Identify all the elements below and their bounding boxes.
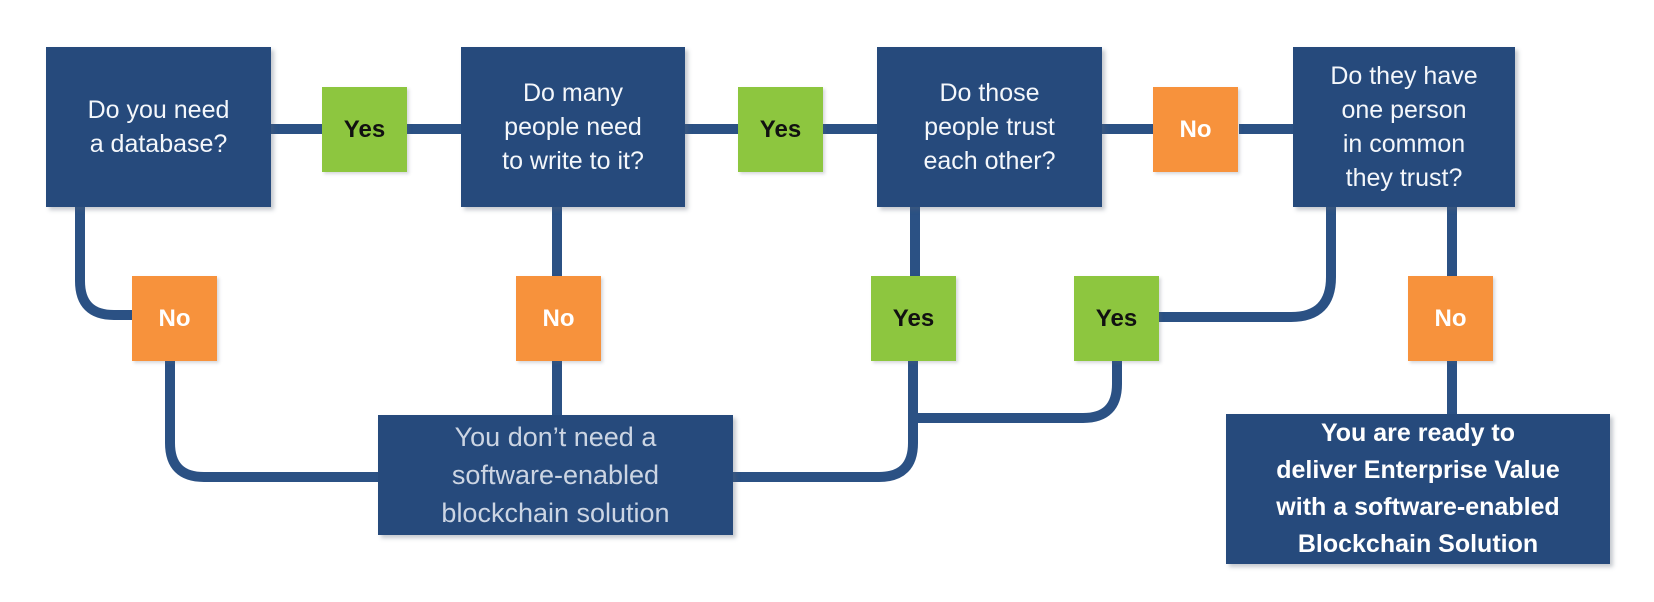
outcome-box-blockchain-ready: You are ready to deliver Enterprise Valu… (1226, 414, 1610, 564)
no-badge-q1-label: No (158, 304, 191, 332)
no-badge-q3: No (1153, 87, 1238, 172)
edge-q4-down-to-yes (1157, 205, 1336, 322)
question-box-database: Do you need a database? (46, 47, 271, 207)
no-badge-q1: No (132, 276, 217, 361)
no-badge-q2-label: No (542, 304, 575, 332)
yes-badge-q3: Yes (871, 276, 956, 361)
no-badge-q3-label: No (1179, 115, 1212, 143)
no-badge-q2: No (516, 276, 601, 361)
no-badge-q4: No (1408, 276, 1493, 361)
outcome-box-no-blockchain: You don’t need a software-enabled blockc… (378, 415, 733, 535)
yes-badge-q1-label: Yes (343, 115, 386, 143)
outcome-text-blockchain-ready: You are ready to deliver Enterprise Valu… (1276, 419, 1560, 558)
question-text-database: Do you need a database? (87, 96, 230, 158)
yes-badge-q4: Yes (1074, 276, 1159, 361)
question-text-common-trusted-person: Do they have one person in common they t… (1330, 62, 1478, 192)
question-box-trust-each-other: Do those people trust each other? (877, 47, 1102, 207)
edge-no-to-negative-left (165, 359, 380, 482)
yes-badge-q2: Yes (738, 87, 823, 172)
yes-badge-q2-label: Yes (759, 115, 802, 143)
outcome-text-no-blockchain: You don’t need a software-enabled blockc… (441, 422, 670, 528)
yes-badge-q4-label: Yes (1095, 304, 1138, 332)
edge-q1-down-to-no (75, 205, 134, 320)
question-box-many-writers: Do many people need to write to it? (461, 47, 685, 207)
edge-yes-to-negative-right (732, 359, 918, 482)
no-badge-q4-label: No (1434, 304, 1467, 332)
question-text-trust-each-other: Do those people trust each other? (923, 79, 1056, 175)
question-box-common-trusted-person: Do they have one person in common they t… (1293, 47, 1515, 207)
yes-badge-q3-label: Yes (892, 304, 935, 332)
yes-badge-q1: Yes (322, 87, 407, 172)
edge-q4yes-merge (913, 360, 1122, 423)
question-text-many-writers: Do many people need to write to it? (502, 79, 644, 175)
